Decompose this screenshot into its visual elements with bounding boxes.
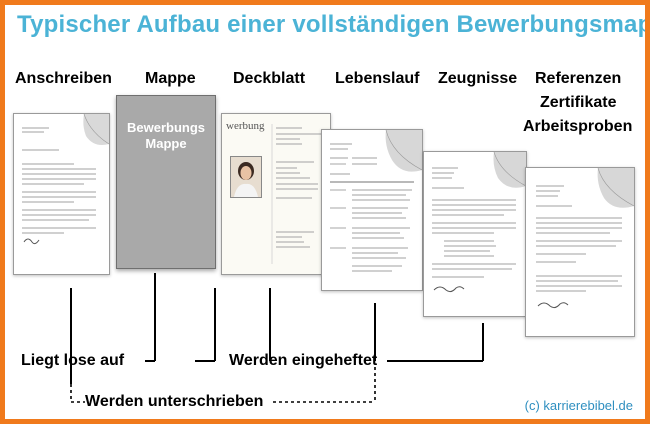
label-zeugnisse: Zeugnisse (438, 70, 518, 87)
page-title: Typischer Aufbau einer vollständigen Bew… (17, 11, 650, 38)
mappe-cover-line1: Bewerbungs (126, 120, 205, 135)
curled-corner-icon (432, 152, 526, 293)
curled-corner-icon (330, 130, 422, 272)
label-referenzen: Referenzen (535, 70, 622, 87)
label-mappe: Mappe (145, 70, 196, 87)
zeugnisse-sheet (423, 151, 527, 317)
label-deckblatt: Deckblatt (233, 70, 306, 87)
label-zertifikate: Zertifikate (540, 94, 617, 111)
label-arbeitsproben: Arbeitsproben (523, 118, 633, 135)
anschreiben-sheet (13, 113, 110, 275)
connector-lines (70, 273, 484, 403)
deckblatt-sheet: werbung (221, 113, 331, 275)
label-lebenslauf: Lebenslauf (335, 70, 420, 87)
mappe-cover-text: Bewerbungs Mappe (117, 120, 215, 152)
label-liegt-lose-auf: Liegt lose auf (21, 352, 125, 369)
label-werden-eingeheftet: Werden eingeheftet (229, 352, 378, 369)
curled-corner-icon (536, 168, 634, 309)
lebenslauf-sheet (321, 129, 423, 291)
deckblatt-text-lines (271, 124, 322, 264)
referenzen-sheet (525, 167, 635, 337)
applicant-photo (230, 156, 262, 198)
label-anschreiben: Anschreiben (15, 70, 112, 87)
label-werden-unterschrieben: Werden unterschrieben (85, 393, 264, 410)
bewerbungsmappe-folder: Bewerbungs Mappe (116, 95, 216, 269)
deckblatt-heading: werbung (226, 120, 265, 132)
credit-karrierebibel: (c) karrierebibel.de (524, 398, 633, 413)
mappe-cover-line2: Mappe (145, 136, 187, 151)
curled-corner-icon (22, 114, 109, 245)
